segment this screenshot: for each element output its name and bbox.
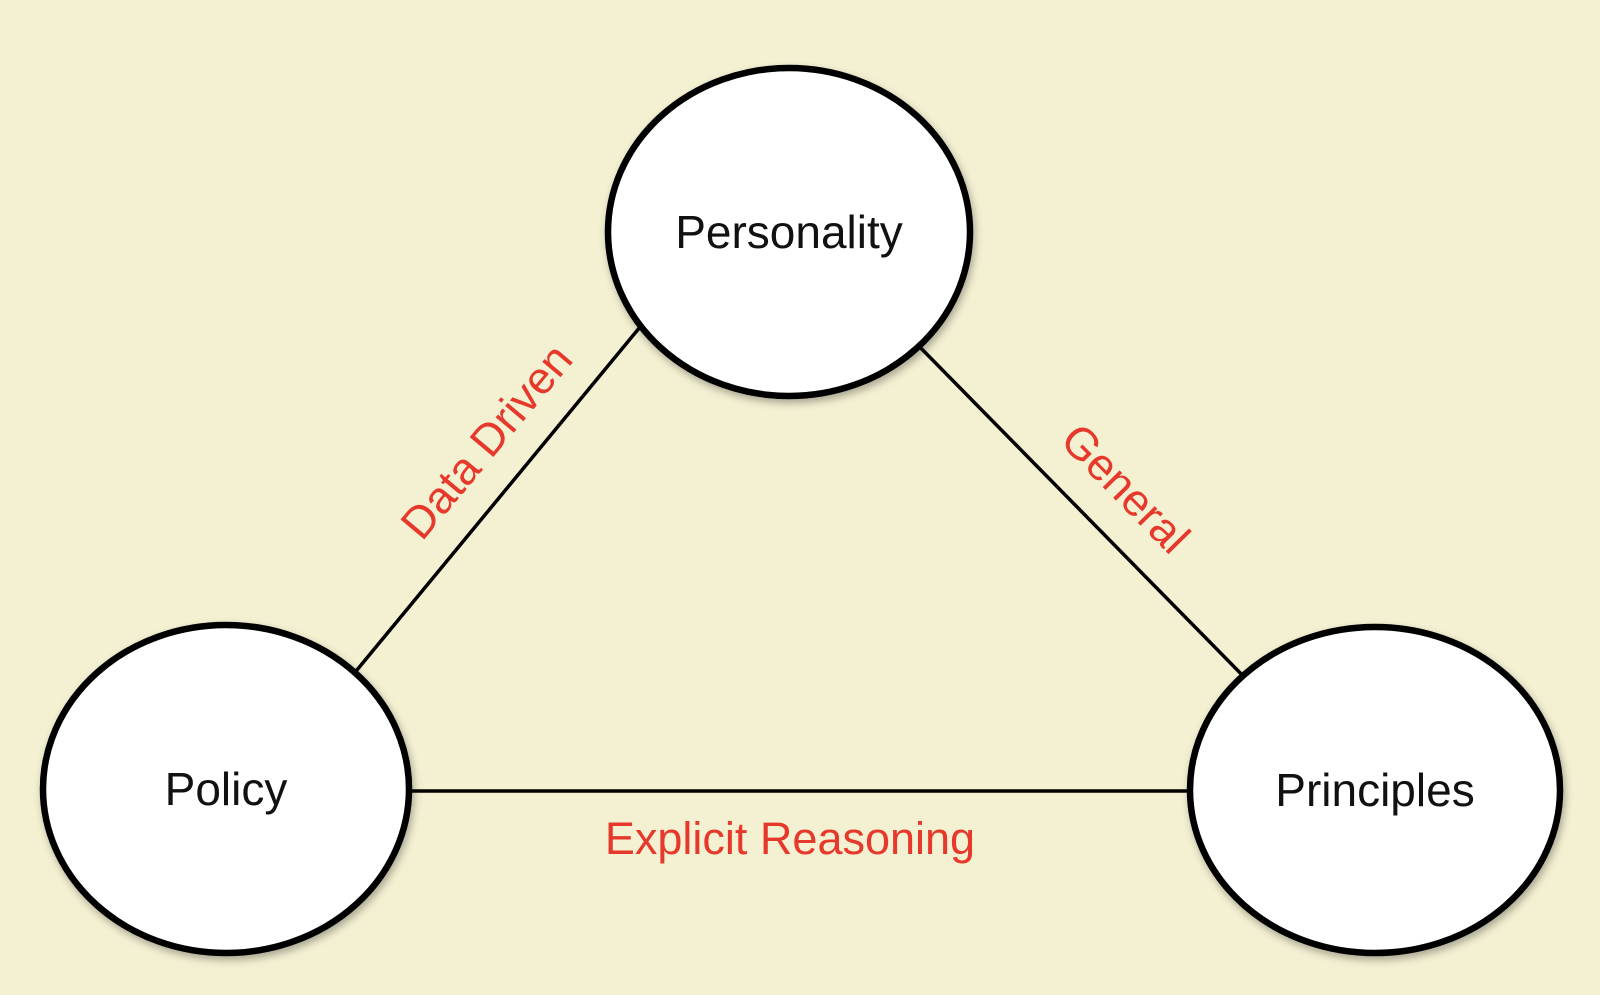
node-personality-label: Personality	[675, 206, 903, 258]
edge-personality-principles	[907, 334, 1256, 689]
node-policy: Policy	[39, 621, 413, 957]
edge-labels: Data Driven General Explicit Reasoning	[390, 334, 1199, 864]
edge-label-explicit-reasoning: Explicit Reasoning	[605, 813, 975, 864]
node-personality-circle	[604, 64, 974, 400]
node-principles-circle	[1186, 623, 1564, 957]
node-principles-label: Principles	[1275, 764, 1474, 816]
node-principles: Principles	[1186, 623, 1564, 957]
edge-label-data-driven: Data Driven	[390, 334, 582, 549]
node-personality: Personality	[604, 64, 974, 400]
node-policy-label: Policy	[165, 763, 288, 815]
edge-label-general: General	[1051, 413, 1200, 563]
node-policy-circle	[39, 621, 413, 957]
edges	[336, 302, 1256, 793]
edge-policy-personality	[336, 302, 661, 695]
